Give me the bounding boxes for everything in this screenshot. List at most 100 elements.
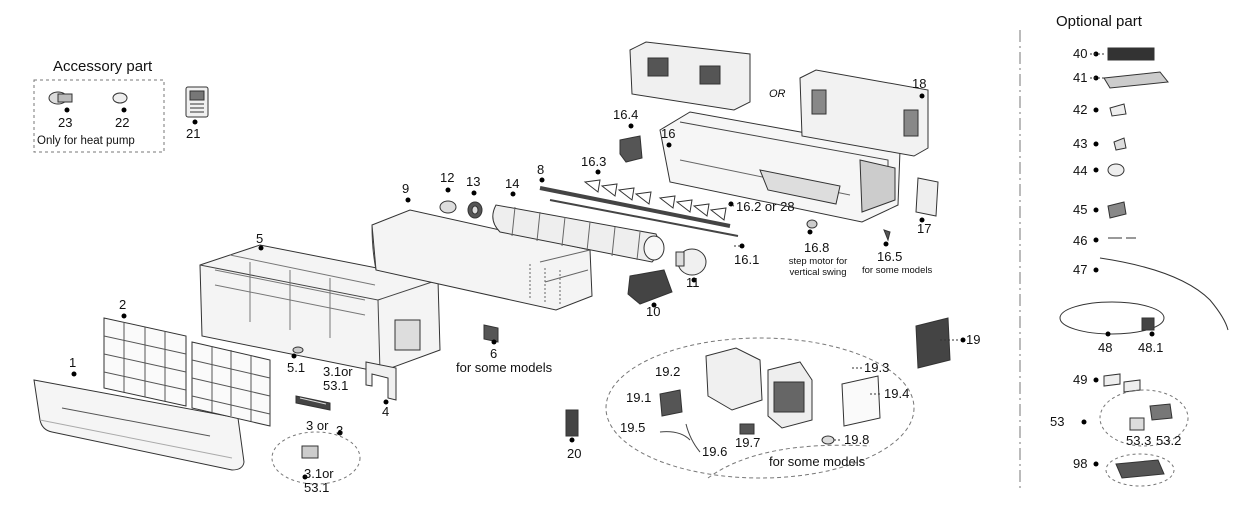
label-53-1-bot: 53.1: [304, 480, 330, 495]
label-17: 17: [917, 221, 932, 236]
note-some-models-6: for some models: [456, 360, 553, 375]
part-53-circle: [1099, 389, 1189, 447]
part-41-drawing: [1103, 71, 1169, 89]
back-panel-a-drawing: [629, 41, 751, 111]
part-19-7-drawing: [739, 423, 755, 435]
label-3: 3: [336, 423, 344, 438]
label-23: 23: [58, 115, 73, 130]
label-20: 20: [567, 446, 582, 461]
part-19-6-drawing: [685, 423, 701, 453]
note-some-models-19: for some models: [769, 454, 866, 469]
label-19-8: 19.8: [844, 432, 870, 447]
label-6: 6: [490, 346, 498, 361]
label-1: 1: [69, 355, 77, 370]
optional-title: Optional part: [1056, 13, 1142, 30]
label-8: 8: [537, 162, 545, 177]
label-19-6: 19.6: [702, 444, 728, 459]
part-19-4-drawing: [841, 375, 881, 427]
part-5-1-drawing: [292, 346, 304, 354]
accessory-note: Only for heat pump: [37, 135, 135, 147]
label-19-5: 19.5: [620, 420, 646, 435]
label-16-2-or-28: 16.2 or 28: [736, 199, 795, 214]
label-11: 11: [686, 275, 700, 290]
part-42-drawing: [1109, 103, 1127, 117]
part-5-drawing: [199, 244, 441, 373]
label-16-1: 16.1: [734, 252, 760, 267]
label-45: 45: [1073, 202, 1088, 217]
part-19-1-drawing: [659, 389, 683, 417]
part-10-drawing: [627, 269, 673, 305]
part-8-drawing: [539, 186, 739, 237]
label-53: 53: [1050, 414, 1065, 429]
label-10: 10: [646, 304, 661, 319]
part-19-group-circle: [605, 337, 915, 479]
label-19: 19: [966, 332, 981, 347]
label-42: 42: [1073, 102, 1088, 117]
label-44: 44: [1073, 163, 1088, 178]
part-16-4-drawing: [619, 135, 643, 163]
part-53-drawing: [1149, 403, 1173, 421]
label-16-3: 16.3: [581, 154, 607, 169]
part-9-drawing: [371, 209, 593, 311]
label-3-1or-bot: 3.1or: [304, 466, 334, 481]
label-16-8: 16.8: [804, 240, 830, 255]
label-49: 49: [1073, 372, 1088, 387]
label-41: 41: [1073, 70, 1088, 85]
part-11-drawing: [675, 248, 707, 276]
part-19-8-drawing: [821, 435, 835, 445]
label-21: 21: [186, 126, 201, 141]
label-53-1-top: 53.1: [323, 378, 349, 393]
label-40: 40: [1073, 46, 1088, 61]
label-19-1: 19.1: [626, 390, 652, 405]
part-47-drawing: [1099, 257, 1229, 331]
part-4-drawing: [365, 361, 397, 401]
part-22-drawing: [112, 92, 128, 104]
label-3-1or-top: 3.1or: [323, 364, 353, 379]
label-16-5: 16.5: [877, 249, 903, 264]
part-19-3-drawing: [767, 361, 813, 429]
label-53-2: 53.2: [1156, 433, 1182, 448]
part-19-group-divider: [707, 444, 871, 479]
part-43-drawing: [1113, 137, 1127, 151]
label-14: 14: [505, 176, 520, 191]
label-98: 98: [1073, 456, 1088, 471]
label-4: 4: [382, 404, 390, 419]
part-14-drawing: [492, 204, 665, 263]
part-17-drawing: [915, 177, 939, 217]
note-step-motor: step motor for vertical swing: [788, 256, 848, 278]
label-3-or: 3 or: [306, 418, 329, 433]
part-3-circle-drawing: [271, 431, 361, 485]
part-98-drawing: [1115, 459, 1165, 479]
label-19-7: 19.7: [735, 435, 761, 450]
part-19-drawing: [915, 317, 951, 369]
part-40-drawing: [1107, 47, 1155, 61]
part-16-5-drawing: [883, 229, 891, 242]
leader-lines: [727, 53, 1104, 441]
label-5-1: 5.1: [287, 360, 306, 375]
part-21-drawing: [185, 86, 209, 118]
part-6-drawing: [483, 324, 499, 343]
part-1-drawing: [33, 379, 245, 471]
part-16-8-drawing: [806, 219, 818, 229]
part-12-13-drawing: [439, 200, 483, 219]
note-some-models-16-5: for some models: [862, 265, 933, 276]
label-47: 47: [1073, 262, 1088, 277]
accessory-box: [33, 79, 165, 153]
label-16-4: 16.4: [613, 107, 639, 122]
label-16: 16: [661, 126, 676, 141]
label-48-1: 48.1: [1138, 340, 1164, 355]
part-16-3-drawing: [583, 179, 727, 221]
part-3-drawing: [295, 395, 331, 411]
leader-dots: [64, 51, 1155, 480]
part-2-drawing: [103, 317, 271, 427]
label-2: 2: [119, 297, 127, 312]
part-23-drawing: [48, 91, 73, 105]
label-48: 48: [1098, 340, 1113, 355]
label-12: 12: [440, 170, 455, 185]
part-20-drawing: [565, 409, 579, 437]
label-19-4: 19.4: [884, 386, 910, 401]
part-48-drawing: [1059, 301, 1165, 335]
label-5: 5: [256, 231, 264, 246]
label-13: 13: [466, 174, 481, 189]
